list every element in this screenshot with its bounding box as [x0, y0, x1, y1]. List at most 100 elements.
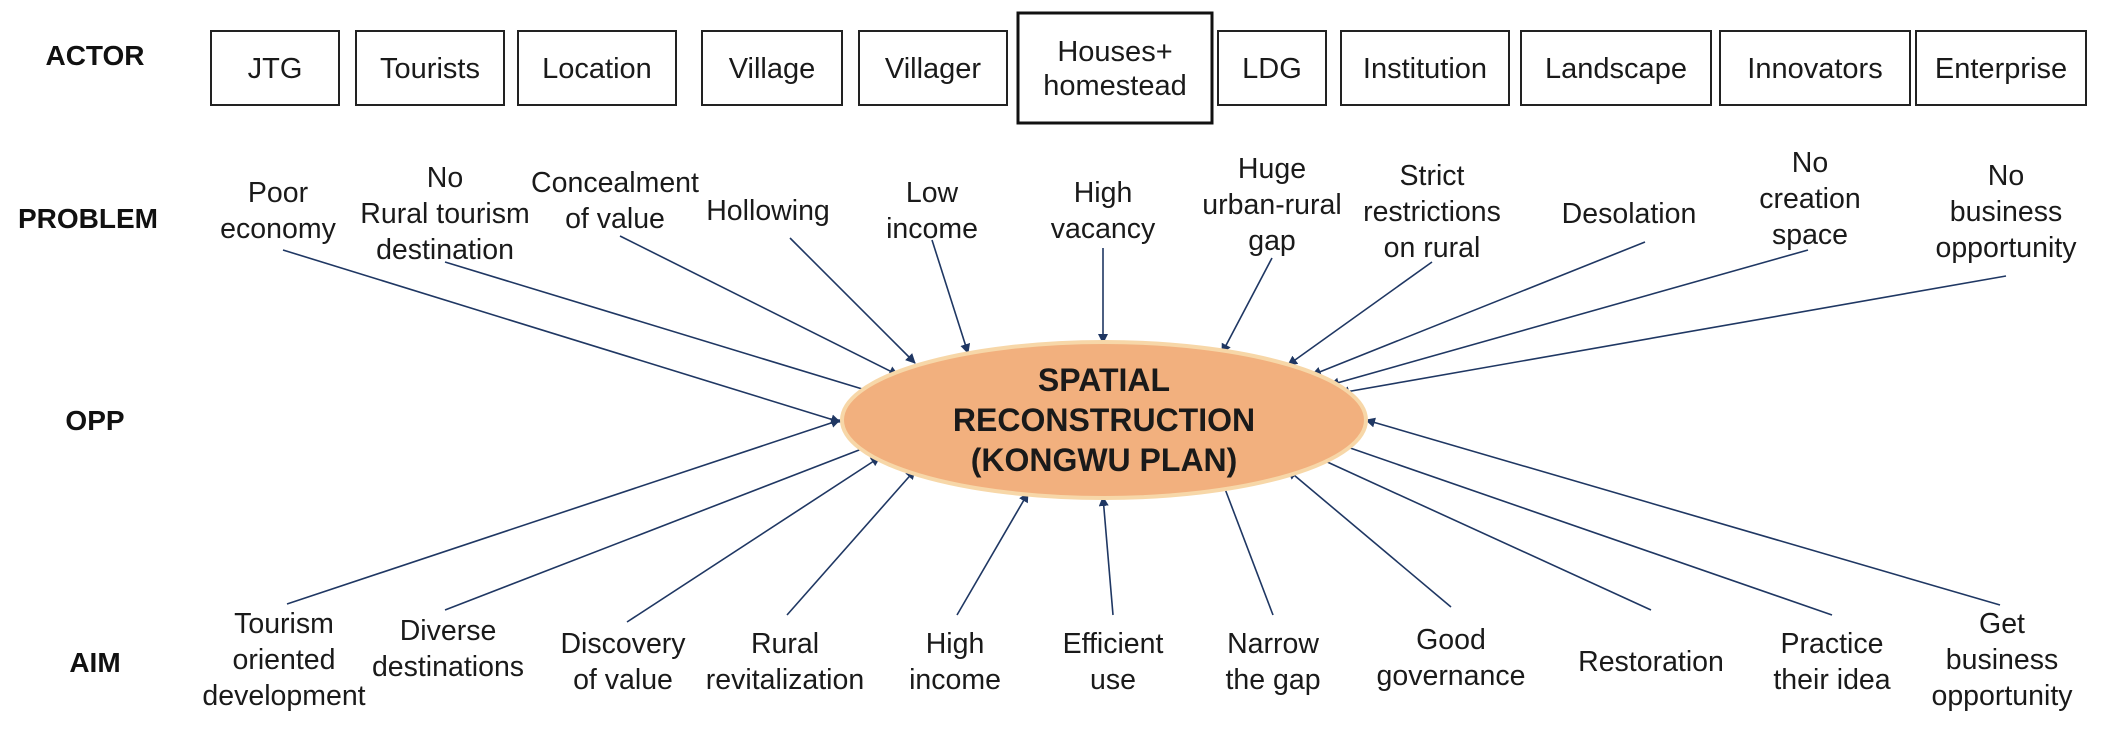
problem-label: Desolation	[1562, 198, 1697, 230]
aim-label: governance	[1377, 660, 1526, 692]
actor-location: Location	[517, 30, 677, 106]
problem-arrow-no-rural-tourism-destination	[444, 261, 883, 398]
aim-label: oriented	[233, 644, 336, 676]
problem-concealment-of-value: Concealment of value	[531, 167, 699, 235]
problem-label: restrictions	[1363, 196, 1501, 228]
problem-label: opportunity	[1935, 232, 2077, 264]
aim-label: Diverse	[400, 615, 497, 647]
problem-label: Rural tourism	[360, 198, 529, 230]
aim-arrow-good-governance	[1287, 469, 1452, 608]
actor-box-enterprise	[1915, 30, 2087, 106]
problem-arrow-huge-urban-rural-gap	[1221, 257, 1273, 354]
problem-label: urban-rural	[1202, 189, 1341, 221]
problem-label: income	[886, 213, 978, 245]
aim-label: Tourism	[234, 608, 334, 640]
aim-arrow-efficient-use	[1098, 496, 1114, 616]
actor-label: Institution	[1363, 53, 1487, 85]
actor-label: Villager	[885, 53, 982, 85]
actor-box-location	[517, 30, 677, 106]
aim-label: opportunity	[1931, 680, 2073, 712]
aim-label: Efficient	[1063, 628, 1164, 660]
actor-label: Tourists	[380, 53, 480, 85]
problem-label: on rural	[1384, 232, 1481, 264]
actor-jtg: JTG	[210, 30, 340, 106]
row-label-aim: AIM	[69, 647, 120, 678]
actor-box-institution	[1340, 30, 1510, 106]
problem-label: Huge	[1238, 153, 1306, 185]
problem-label: Strict	[1400, 160, 1465, 192]
aim-label: Narrow	[1227, 628, 1319, 660]
problem-arrow-no-business-opportunity	[1339, 275, 2007, 397]
aim-label: the gap	[1225, 664, 1320, 696]
problem-arrow-strict-restrictions-on-rural	[1287, 261, 1433, 366]
aim-rural-revitalization: Rural revitalization	[706, 628, 864, 696]
problem-huge-urban-rural-gap: Huge urban-rural gap	[1202, 153, 1341, 257]
aim-label: Restoration	[1578, 646, 1724, 678]
problem-label: space	[1772, 219, 1848, 251]
actor-label: Houses+	[1057, 36, 1172, 68]
problem-label: High	[1074, 177, 1133, 209]
center-label-line: SPATIAL	[1038, 362, 1170, 398]
aim-label: business	[1946, 644, 2058, 676]
problem-label: creation	[1759, 183, 1860, 215]
aim-efficient-use: Efficient use	[1063, 628, 1164, 696]
aim-arrow-get-business-opportunity	[1365, 417, 2001, 606]
aim-arrow-diverse-destinations	[444, 443, 873, 611]
problem-desolation: Desolation	[1562, 198, 1697, 230]
aim-label: Practice	[1781, 628, 1884, 660]
aim-tourism-oriented-development: Tourism oriented development	[202, 608, 365, 712]
center-label-line: (KONGWU PLAN)	[971, 442, 1238, 478]
aim-arrow-practice-their-idea	[1329, 439, 1833, 616]
aim-get-business-opportunity: Get business opportunity	[1931, 608, 2073, 712]
row-label-opp: OPP	[65, 405, 124, 436]
problem-label: business	[1950, 196, 2062, 228]
aim-arrow-discovery-of-value	[626, 456, 881, 623]
aim-label: revitalization	[706, 664, 864, 696]
actor-ldg: LDG	[1217, 30, 1327, 106]
problem-label: Poor	[248, 177, 309, 209]
actor-box-village	[701, 30, 843, 106]
actor-villager: Villager	[858, 30, 1008, 106]
aim-label: development	[202, 680, 365, 712]
aim-label: High	[926, 628, 985, 660]
aim-label: use	[1090, 664, 1136, 696]
problem-label: Concealment	[531, 167, 699, 199]
actor-box-ldg	[1217, 30, 1327, 106]
actor-label: Innovators	[1747, 53, 1882, 85]
aim-label: Rural	[751, 628, 819, 660]
aim-label: their idea	[1773, 664, 1890, 696]
actor-label: LDG	[1242, 53, 1302, 85]
actor-row: JTG Tourists Location Village Villager Houses…	[210, 11, 2087, 125]
problem-arrow-concealment-of-value	[619, 235, 899, 376]
actor-houses-homestead: Houses+homestead	[1016, 11, 1214, 125]
actor-village: Village	[701, 30, 843, 106]
aim-label: Get	[1979, 608, 2025, 640]
aim-label: income	[909, 664, 1001, 696]
actor-box-landscape	[1520, 30, 1712, 106]
aim-practice-their-idea: Practice their idea	[1773, 628, 1890, 696]
problem-arrow-hollowing	[789, 237, 916, 364]
actor-box-houses-homestead	[1016, 11, 1214, 125]
aim-label: Good	[1416, 624, 1486, 656]
problem-label: economy	[220, 213, 336, 245]
aim-restoration: Restoration	[1578, 646, 1724, 678]
actor-box-innovators	[1719, 30, 1911, 106]
aim-arrow-narrow-the-gap	[1220, 480, 1274, 616]
actor-enterprise: Enterprise	[1915, 30, 2087, 106]
center-ellipse	[840, 340, 1368, 500]
problem-label: No	[427, 162, 463, 194]
row-label-problem: PROBLEM	[18, 203, 158, 234]
problem-strict-restrictions-on-rural: Strict restrictions on rural	[1363, 160, 1501, 264]
problem-label: vacancy	[1051, 213, 1156, 245]
actor-landscape: Landscape	[1520, 30, 1712, 106]
problem-label: gap	[1248, 225, 1296, 257]
problem-label: of value	[565, 203, 665, 235]
actor-label: JTG	[248, 53, 303, 85]
problem-arrow-desolation	[1311, 241, 1646, 377]
aim-arrow-tourism-oriented-development	[286, 418, 841, 605]
problem-poor-economy: Poor economy	[220, 177, 336, 245]
